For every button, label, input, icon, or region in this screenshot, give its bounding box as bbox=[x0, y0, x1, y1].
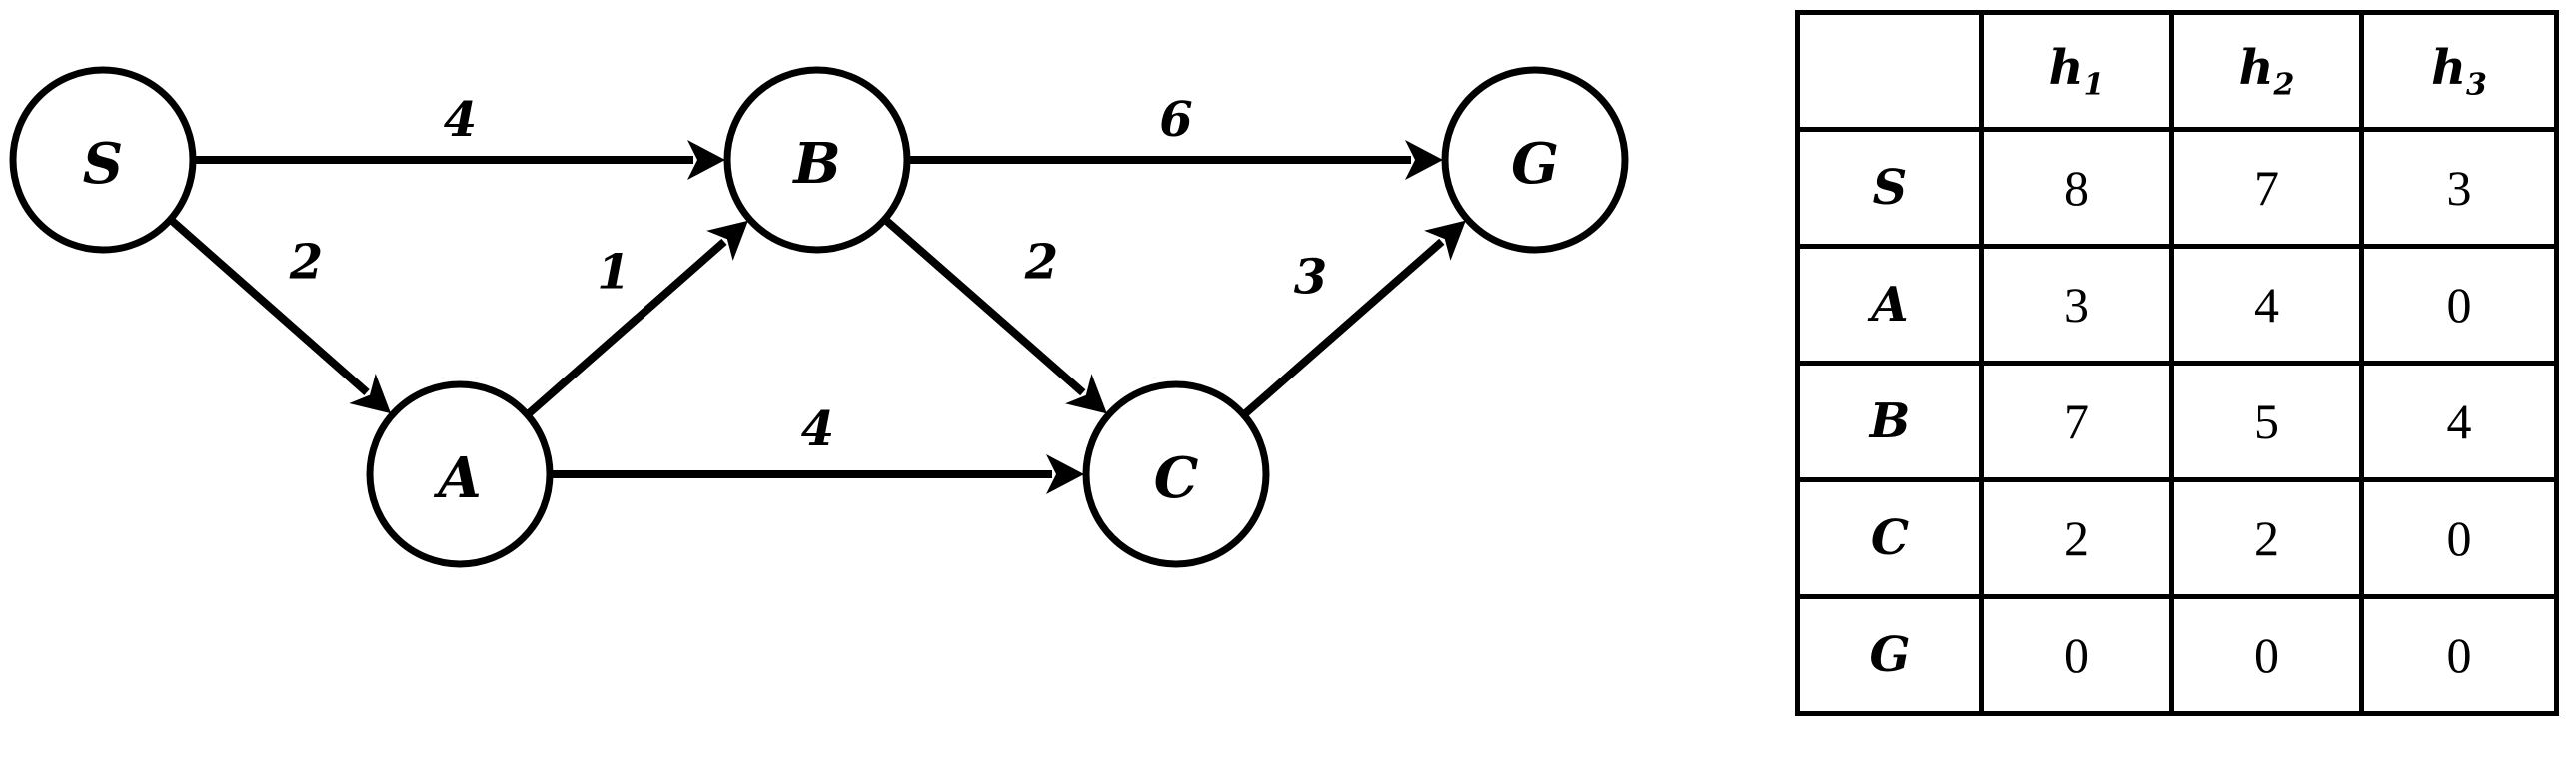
edge-weight-a-b: 1 bbox=[597, 245, 630, 301]
table-cell: 0 bbox=[2169, 594, 2364, 716]
table-row: A 3 4 0 bbox=[1795, 244, 2559, 366]
corner-cell bbox=[1795, 10, 1984, 132]
table-cell: 0 bbox=[1979, 594, 2174, 716]
edge-c-g bbox=[1241, 238, 1445, 418]
table-cell: 3 bbox=[1979, 244, 2174, 366]
node-label: C bbox=[1154, 445, 1199, 511]
table-cell: 7 bbox=[1979, 361, 2174, 482]
edge-weight-s-a: 2 bbox=[289, 235, 323, 291]
node-label: G bbox=[1511, 131, 1559, 197]
node-label: B bbox=[791, 131, 840, 197]
row-label-s: S bbox=[1795, 127, 1984, 249]
row-label-c: C bbox=[1795, 477, 1984, 599]
node-label: S bbox=[83, 131, 123, 197]
node-circle bbox=[1082, 380, 1270, 568]
node-circle bbox=[723, 66, 911, 254]
node-g: G bbox=[1441, 66, 1629, 254]
table-cell: 0 bbox=[2359, 594, 2559, 716]
edge-weight-a-c: 4 bbox=[801, 401, 834, 457]
node-c: C bbox=[1082, 380, 1270, 568]
table-row: G 0 0 0 bbox=[1795, 594, 2559, 716]
node-circle bbox=[1441, 66, 1629, 254]
table-cell: 2 bbox=[1979, 477, 2174, 599]
edge-s-a bbox=[167, 216, 370, 395]
header-h3: h3 bbox=[2359, 10, 2559, 132]
node-s: S bbox=[9, 66, 197, 254]
arrowhead-icon bbox=[1065, 374, 1107, 414]
table-cell: 0 bbox=[2359, 244, 2559, 366]
row-label-g: G bbox=[1795, 594, 1984, 716]
arrowhead-icon bbox=[349, 373, 392, 414]
edge-b-c bbox=[882, 216, 1086, 396]
edge-a-b bbox=[524, 238, 727, 418]
table-cell: 2 bbox=[2169, 477, 2364, 599]
table-header-row: h1 h2 h3 bbox=[1795, 10, 2559, 132]
edge-weight-c-g: 3 bbox=[1294, 250, 1327, 306]
arrowhead-icon bbox=[687, 140, 725, 180]
table-cell: 5 bbox=[2169, 361, 2364, 482]
table-row: B 7 5 4 bbox=[1795, 361, 2559, 482]
arrowhead-icon bbox=[1424, 220, 1466, 261]
edge-weight-b-g: 6 bbox=[1159, 92, 1192, 148]
table-cell: 8 bbox=[1979, 127, 2174, 249]
node-a: A bbox=[366, 380, 554, 568]
edge-weight-s-b: 4 bbox=[444, 92, 477, 148]
node-label: A bbox=[433, 445, 481, 511]
table-cell: 0 bbox=[2359, 477, 2559, 599]
node-b: B bbox=[723, 66, 911, 254]
edge-weight-b-c: 2 bbox=[1024, 235, 1058, 291]
table-cell: 7 bbox=[2169, 127, 2364, 249]
header-h1: h1 bbox=[1979, 10, 2174, 132]
heuristic-table: h1 h2 h3 S 8 7 3 A 3 4 0 B 7 5 4 C 2 2 0 bbox=[1795, 10, 2559, 716]
arrowhead-icon bbox=[1405, 140, 1443, 180]
table-row: C 2 2 0 bbox=[1795, 477, 2559, 599]
arrowhead-icon bbox=[1046, 454, 1084, 494]
row-label-b: B bbox=[1795, 361, 1984, 482]
node-circle bbox=[9, 66, 197, 254]
arrowhead-icon bbox=[706, 220, 748, 261]
table-row: S 8 7 3 bbox=[1795, 127, 2559, 249]
header-h2: h2 bbox=[2169, 10, 2364, 132]
node-circle bbox=[366, 380, 554, 568]
search-graph: 4 2 1 4 6 2 3 S A B C G bbox=[9, 66, 1629, 568]
table-cell: 3 bbox=[2359, 127, 2559, 249]
table-cell: 4 bbox=[2359, 361, 2559, 482]
row-label-a: A bbox=[1795, 244, 1984, 366]
table-cell: 4 bbox=[2169, 244, 2364, 366]
